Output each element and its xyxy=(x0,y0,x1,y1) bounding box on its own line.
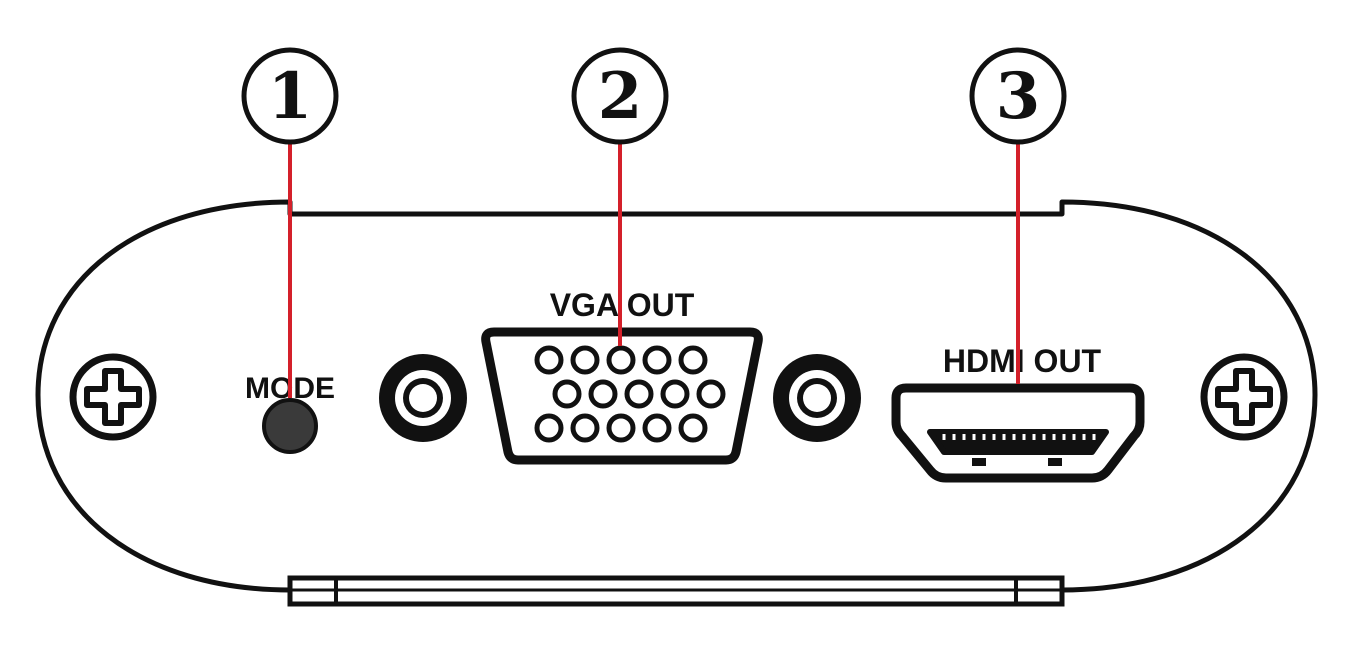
round-jack-icon xyxy=(379,354,467,442)
vga-pin xyxy=(606,413,636,443)
bottom-rail xyxy=(287,575,1065,607)
vga-pin xyxy=(606,345,636,375)
vga-pin xyxy=(534,345,564,375)
phillips-screw-icon xyxy=(1200,353,1288,441)
vga-pins xyxy=(534,345,726,443)
vga-pin xyxy=(696,379,726,409)
vga-pin xyxy=(552,379,582,409)
vga-pin xyxy=(642,345,672,375)
callout-2: 2 xyxy=(571,47,669,145)
vga-pin xyxy=(570,345,600,375)
callout-number: 3 xyxy=(996,59,1041,134)
vga-pin xyxy=(570,413,600,443)
hdmi-pin-contacts xyxy=(942,434,1096,440)
vga-pin xyxy=(660,379,690,409)
vga-pin xyxy=(624,379,654,409)
vga-out-label: VGA OUT xyxy=(550,287,695,323)
vga-pin xyxy=(678,345,708,375)
hdmi-port[interactable] xyxy=(891,383,1145,483)
mode-button[interactable] xyxy=(262,398,318,454)
callout-number: 1 xyxy=(268,59,313,134)
hdmi-out-label: HDMI OUT xyxy=(943,343,1102,379)
round-jack-icon xyxy=(773,354,861,442)
callout-3: 3 xyxy=(969,47,1067,145)
vga-port[interactable] xyxy=(481,327,763,465)
vga-pin xyxy=(534,413,564,443)
vga-pin xyxy=(678,413,708,443)
vga-pin xyxy=(588,379,618,409)
phillips-screw-icon xyxy=(69,353,157,441)
vga-pin xyxy=(642,413,672,443)
callout-1: 1 xyxy=(241,47,339,145)
callout-number: 2 xyxy=(598,59,643,134)
